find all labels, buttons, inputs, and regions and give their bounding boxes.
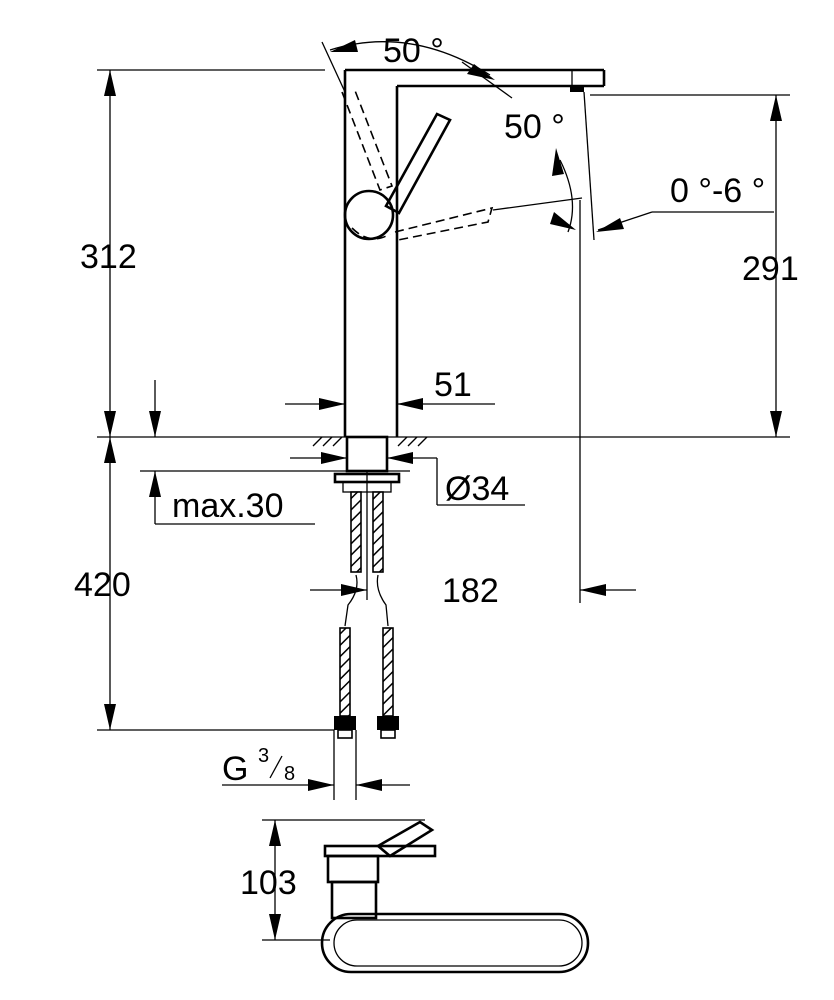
label-spout-tilt: 0 °-6 ° <box>670 172 765 210</box>
thread-letter: G <box>222 750 248 788</box>
handle-side-view <box>262 819 590 974</box>
lever-motion-dashes <box>341 87 494 241</box>
supply-hoses <box>333 491 399 800</box>
label-max-30: max.30 <box>172 487 284 525</box>
label-diameter-34: Ø34 <box>445 470 509 508</box>
dimension-lines <box>97 40 790 791</box>
label-height-312: 312 <box>80 238 137 276</box>
faucet-body <box>343 68 606 437</box>
label-spout-height-291: 291 <box>742 250 799 288</box>
label-thread-g38: G 3 8 <box>222 745 295 788</box>
countertop <box>97 435 790 493</box>
label-handle-103: 103 <box>240 864 297 902</box>
label-width-51: 51 <box>434 366 472 404</box>
label-angle-side-50: 50 ° <box>504 108 565 146</box>
label-hose-420: 420 <box>74 566 131 604</box>
label-angle-top-50: 50 ° <box>383 32 444 70</box>
thread-numerator: 3 <box>258 745 269 767</box>
label-projection-182: 182 <box>442 572 499 610</box>
thread-denominator: 8 <box>284 763 295 785</box>
